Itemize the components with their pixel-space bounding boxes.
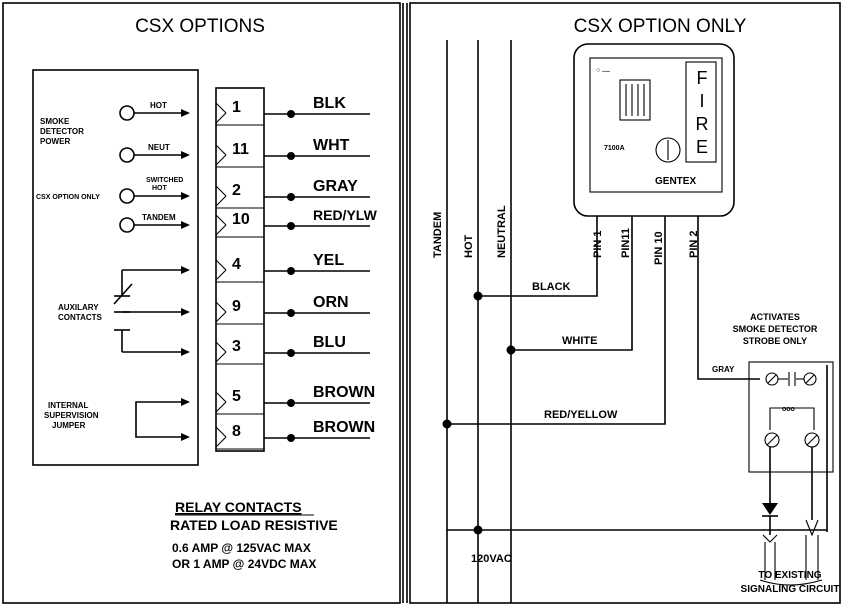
fire-letter-i: I [699, 91, 704, 111]
fire-letter-r: R [696, 114, 709, 134]
wire-color-label: BLK [313, 95, 346, 112]
hot-arrow-icon [181, 109, 190, 117]
white-wire-label: WHITE [562, 335, 597, 347]
supervision-jumper-symbol [135, 398, 190, 441]
detector-model: 7100A [604, 145, 625, 152]
black-wire [478, 216, 598, 297]
existing-circuit-leads [759, 365, 828, 586]
switched-hot-input-circle [119, 188, 135, 204]
test-knob-icon [655, 137, 681, 163]
gray-wire [697, 216, 760, 380]
right-panel-title: CSX OPTION ONLY [574, 16, 747, 37]
terminal-screw-icon [287, 193, 295, 201]
neut-input-circle [119, 147, 135, 163]
wire-color-label: WHT [313, 137, 350, 154]
terminal-number: 8 [232, 423, 241, 440]
terminal-row: 3 BLU [215, 334, 370, 365]
component-box [32, 69, 199, 466]
supply-label: 120VAC [471, 553, 512, 565]
wire-color-label: RED/YLW [313, 207, 378, 223]
neut-arrow-icon [181, 151, 190, 159]
terminal-number: 4 [232, 256, 241, 273]
terminal-number: 9 [232, 298, 241, 315]
terminal-strip [215, 87, 265, 452]
terminal-screw-icon [287, 222, 295, 230]
red-yellow-wire [447, 216, 666, 425]
terminal-row: 8 BROWN [215, 419, 375, 450]
csx-option-only-label: CSX OPTION ONLY [36, 194, 100, 201]
wire-color-label: ORN [313, 294, 349, 311]
relay-note-line1: RATED LOAD RESISTIVE [170, 517, 338, 533]
pin-1-label: PIN 1 [592, 230, 604, 258]
pin-11-label: PIN11 [620, 228, 632, 258]
wire-color-label: GRAY [313, 178, 358, 195]
detector-brand: GENTEX [655, 176, 696, 187]
terminal-row: 1 BLK [215, 95, 370, 126]
svg-text:ooo: ooo [782, 406, 795, 413]
terminal-number: 5 [232, 388, 241, 405]
tandem-bus-label: TANDEM [432, 212, 444, 258]
left-panel-title: CSX OPTIONS [135, 16, 265, 37]
terminal-number: 11 [232, 141, 249, 158]
fire-letter-f: F [697, 68, 708, 88]
terminal-screw-icon [287, 309, 295, 317]
terminal-row: 11 WHT [215, 137, 370, 168]
tandem-input-circle [119, 217, 135, 233]
relay-note-heading: RELAY CONTACTS [175, 499, 302, 515]
gray-wire-label: GRAY [712, 365, 735, 374]
hot-tag: HOT [150, 101, 167, 110]
hot-bus-label: HOT [463, 235, 475, 259]
hot-input-circle [119, 105, 135, 121]
terminal-screw-icon [287, 152, 295, 160]
red-yellow-wire-label: RED/YELLOW [544, 409, 618, 421]
terminal-screw-icon [287, 434, 295, 442]
svg-text:○ ....: ○ .... [596, 67, 610, 74]
relay-note-line2: 0.6 AMP @ 125VAC MAX [172, 541, 311, 555]
wire-color-label: BROWN [313, 419, 375, 436]
terminal-row: 4 YEL [215, 252, 370, 283]
strobe-relay-module: ooo [748, 361, 834, 473]
terminal-screw-icon [287, 349, 295, 357]
switched-hot-arrow-icon [181, 192, 190, 200]
auxiliary-contacts-symbol [113, 266, 190, 356]
neut-tag: NEUT [148, 143, 170, 152]
fire-letter-e: E [696, 137, 708, 157]
wire-color-label: YEL [313, 252, 344, 269]
pin-2-label: PIN 2 [688, 230, 700, 258]
terminal-row: 10 RED/YLW [215, 207, 378, 238]
terminal-number: 2 [232, 182, 241, 199]
terminal-number: 1 [232, 99, 241, 116]
terminal-screw-icon [287, 110, 295, 118]
terminal-row: 2 GRAY [215, 178, 370, 209]
terminal-screw-icon [287, 267, 295, 275]
terminal-number: 3 [232, 338, 241, 355]
terminal-screw-icon [287, 399, 295, 407]
tandem-arrow-icon [181, 221, 190, 229]
neutral-bus-label: NEUTRAL [496, 205, 508, 258]
terminal-number: 10 [232, 211, 250, 228]
wire-color-label: BLU [313, 334, 346, 351]
tandem-tag: TANDEM [142, 213, 176, 222]
diode-icon [762, 503, 778, 515]
pin-10-label: PIN 10 [653, 231, 665, 265]
terminal-row: 5 BROWN [215, 384, 375, 415]
relay-note-line3: OR 1 AMP @ 24VDC MAX [172, 557, 316, 571]
wire-color-label: BROWN [313, 384, 375, 401]
right-panel-frame [409, 2, 841, 604]
white-wire [511, 216, 633, 351]
left-panel-frame [2, 2, 401, 604]
terminal-row: 9 ORN [215, 294, 370, 325]
smoke-detector: ○ .... 7100A F I R E GENTEX [573, 43, 735, 217]
black-wire-label: BLACK [532, 281, 571, 293]
